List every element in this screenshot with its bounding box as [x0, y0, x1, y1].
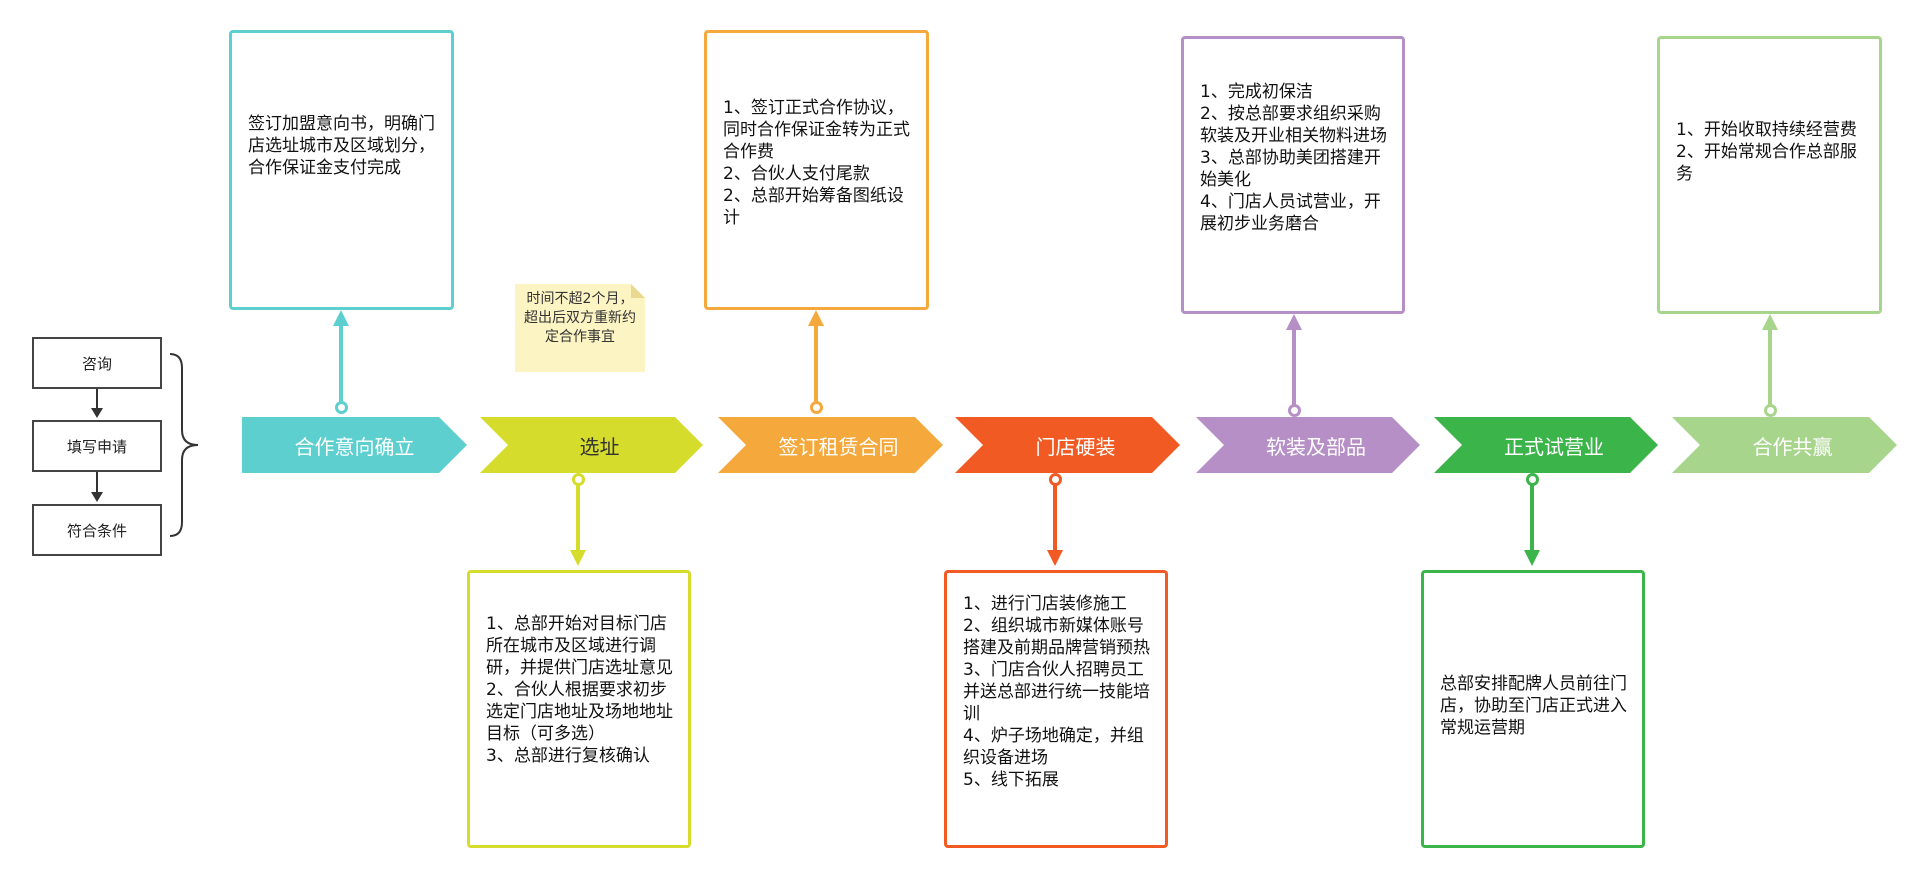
note-fold-corner	[631, 284, 645, 298]
stage-hard-fitout: 门店硬装	[955, 417, 1180, 473]
pre-arrow-1-head	[91, 408, 103, 418]
connector-hard	[1053, 485, 1057, 551]
connector-win	[1768, 328, 1772, 410]
desc-site: 1、总部开始对目标门店所在城市及区域进行调研，并提供门店选址意见 2、合伙人根据…	[467, 570, 691, 848]
connector-soft-dot	[1288, 404, 1301, 417]
arrow-trial-head	[1524, 550, 1540, 566]
connector-hard-dot	[1049, 473, 1062, 486]
connector-site	[576, 485, 580, 551]
connector-soft	[1292, 328, 1296, 410]
connector-intent	[339, 324, 343, 407]
connector-lease-dot	[810, 401, 823, 414]
connector-site-dot	[572, 473, 585, 486]
desc-hard-fitout: 1、进行门店装修施工 2、组织城市新媒体账号搭建及前期品牌营销预热 3、门店合伙…	[944, 570, 1168, 848]
pre-arrow-2-head	[91, 492, 103, 502]
connector-trial	[1530, 485, 1534, 551]
stage-win: 合作共赢	[1672, 417, 1897, 473]
stage-soft-fitout: 软装及部品	[1196, 417, 1420, 473]
desc-soft: 1、完成初保洁 2、按总部要求组织采购软装及开业相关物料进场 3、总部协助美团搭…	[1181, 36, 1405, 314]
desc-win: 1、开始收取持续经营费 2、开始常规合作总部服务	[1657, 36, 1882, 314]
note-time-limit: 时间不超2个月，超出后双方重新约定合作事宜	[515, 284, 645, 372]
desc-intent: 签订加盟意向书，明确门店选址城市及区域划分，合作保证金支付完成	[229, 30, 454, 310]
pre-arrow-1	[96, 389, 98, 410]
arrow-intent-head	[333, 310, 349, 326]
stage-trial: 正式试营业	[1434, 417, 1658, 473]
pre-step-apply: 填写申请	[32, 420, 162, 472]
arrow-soft-head	[1286, 314, 1302, 330]
desc-trial: 总部安排配牌人员前往门店，协助至门店正式进入常规运营期	[1421, 570, 1645, 848]
connector-intent-dot	[335, 401, 348, 414]
desc-lease: 1、签订正式合作协议，同时合作保证金转为正式合作费 2、合伙人支付尾款 2、总部…	[704, 30, 929, 310]
stage-lease: 签订租赁合同	[718, 417, 943, 473]
stage-intent: 合作意向确立	[242, 417, 467, 473]
arrow-hard-head	[1047, 550, 1063, 566]
arrow-lease-head	[808, 310, 824, 326]
connector-trial-dot	[1526, 473, 1539, 486]
arrow-site-head	[570, 550, 586, 566]
connector-lease	[814, 324, 818, 407]
pre-step-consult: 咨询	[32, 337, 162, 389]
pre-step-qualified: 符合条件	[32, 504, 162, 556]
pre-arrow-2	[96, 472, 98, 494]
curly-brace	[169, 353, 199, 537]
arrow-win-head	[1762, 314, 1778, 330]
connector-win-dot	[1764, 404, 1777, 417]
stage-site: 选址	[480, 417, 703, 473]
